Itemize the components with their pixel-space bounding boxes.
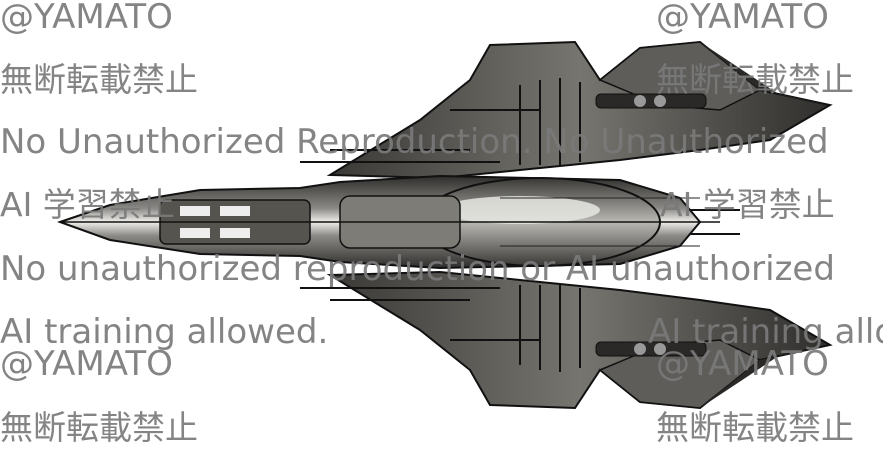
watermark-ai-ban-jp-right: AI 学習禁止 (660, 185, 835, 224)
watermark-ai-training-right: AI training allowed. (648, 312, 883, 352)
watermark-no-repost-jp-top-left: 無断転載禁止 (0, 60, 198, 99)
watermark-no-reproduction-line-1: No Unauthorized Reproduction. No Unautho… (0, 122, 829, 162)
upper-wing (326, 40, 833, 180)
main-hull (56, 174, 720, 270)
lower-wing (326, 270, 833, 410)
watermark-no-repost-jp-bottom-left: 無断転載禁止 (0, 408, 198, 447)
watermark-no-reproduction-line-2: No unauthorized reproduction or AI unaut… (0, 249, 835, 289)
watermark-credit-top-left: @YAMATO (0, 0, 173, 37)
watermark-credit-bottom-right: @YAMATO (656, 344, 829, 384)
watermark-ai-ban-jp-left: AI 学習禁止 (0, 185, 175, 224)
hull-spikes (300, 109, 740, 341)
watermark-no-repost-jp-bottom-right: 無断転載禁止 (656, 408, 854, 447)
watermark-credit-bottom-left: @YAMATO (0, 344, 173, 384)
watermark-no-repost-jp-top-right: 無断転載禁止 (656, 60, 854, 99)
watermark-ai-training-left: AI training allowed. (0, 312, 329, 352)
watermark-credit-top-right: @YAMATO (656, 0, 829, 37)
